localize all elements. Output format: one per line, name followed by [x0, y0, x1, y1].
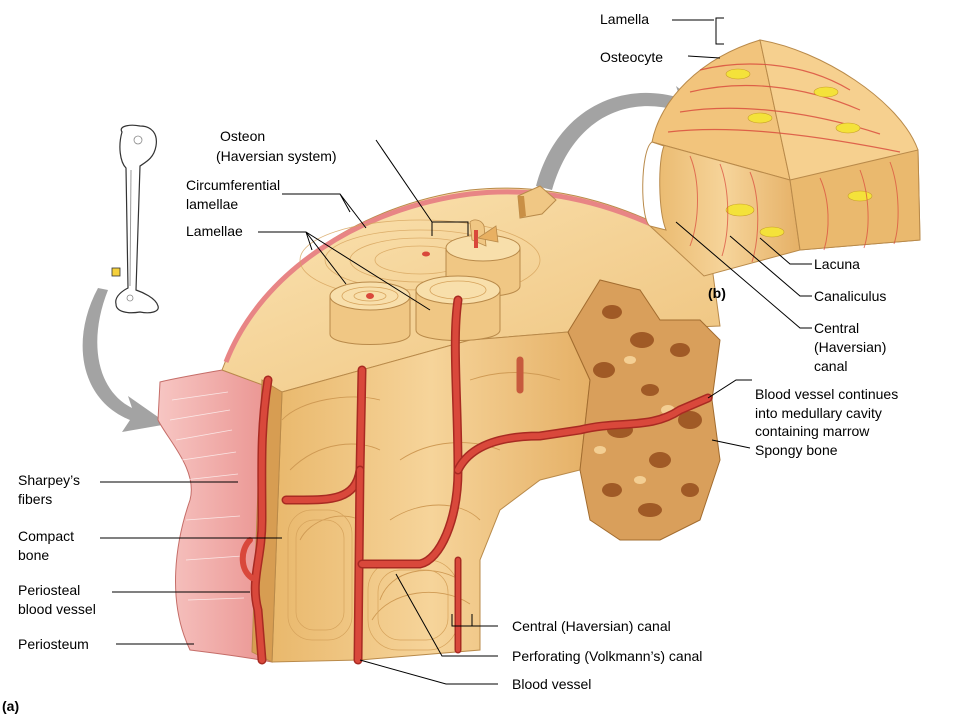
label-osteocyte: Osteocyte — [600, 49, 663, 65]
label-lacuna: Lacuna — [814, 256, 860, 272]
label-compact-2: bone — [18, 547, 49, 563]
label-blood-continues: Blood vessel continues — [755, 386, 898, 402]
label-central-b-2: (Haversian) — [814, 339, 886, 355]
label-central-a: Central (Haversian) canal — [512, 618, 671, 634]
femur-icon — [111, 124, 159, 314]
label-periosteal: Periosteal — [18, 582, 80, 598]
label-central-b: Central — [814, 320, 859, 336]
femur-highlight-marker — [111, 267, 121, 277]
bone-front-face — [271, 331, 591, 663]
label-compact: Compact — [18, 528, 74, 544]
osteon-cylinder-left — [329, 281, 411, 345]
label-periosteum: Periosteum — [18, 636, 89, 652]
labels: Lamella Osteocyte Osteon (Haversian syst… — [2, 11, 898, 714]
wedge-piece — [517, 185, 557, 219]
label-osteon-sub: (Haversian system) — [216, 148, 337, 164]
label-circumferential-sub: lamellae — [186, 196, 238, 212]
label-central-b-3: canal — [814, 358, 847, 374]
label-panel-b: (b) — [708, 285, 726, 301]
label-blood-continues-3: containing marrow — [755, 423, 870, 439]
label-panel-a: (a) — [2, 698, 19, 714]
label-osteon: Osteon — [220, 128, 265, 144]
blood-vessels — [239, 295, 713, 665]
label-sharpeys-2: fibers — [18, 491, 52, 507]
leader-lines — [100, 17, 812, 685]
label-perforating: Perforating (Volkmann’s) canal — [512, 648, 702, 664]
panel-b-illustration — [642, 39, 921, 277]
label-spongy-bone: Spongy bone — [755, 442, 838, 458]
label-lamellae: Lamellae — [186, 223, 243, 239]
label-blood-continues-2: into medullary cavity — [755, 405, 882, 421]
label-sharpeys: Sharpey’s — [18, 472, 80, 488]
label-lamella: Lamella — [600, 11, 649, 27]
label-periosteal-2: blood vessel — [18, 601, 96, 617]
label-blood-vessel: Blood vessel — [512, 676, 591, 692]
label-circumferential: Circumferential — [186, 177, 280, 193]
label-canaliculus: Canaliculus — [814, 288, 886, 304]
left-grey-arrow — [82, 288, 168, 432]
